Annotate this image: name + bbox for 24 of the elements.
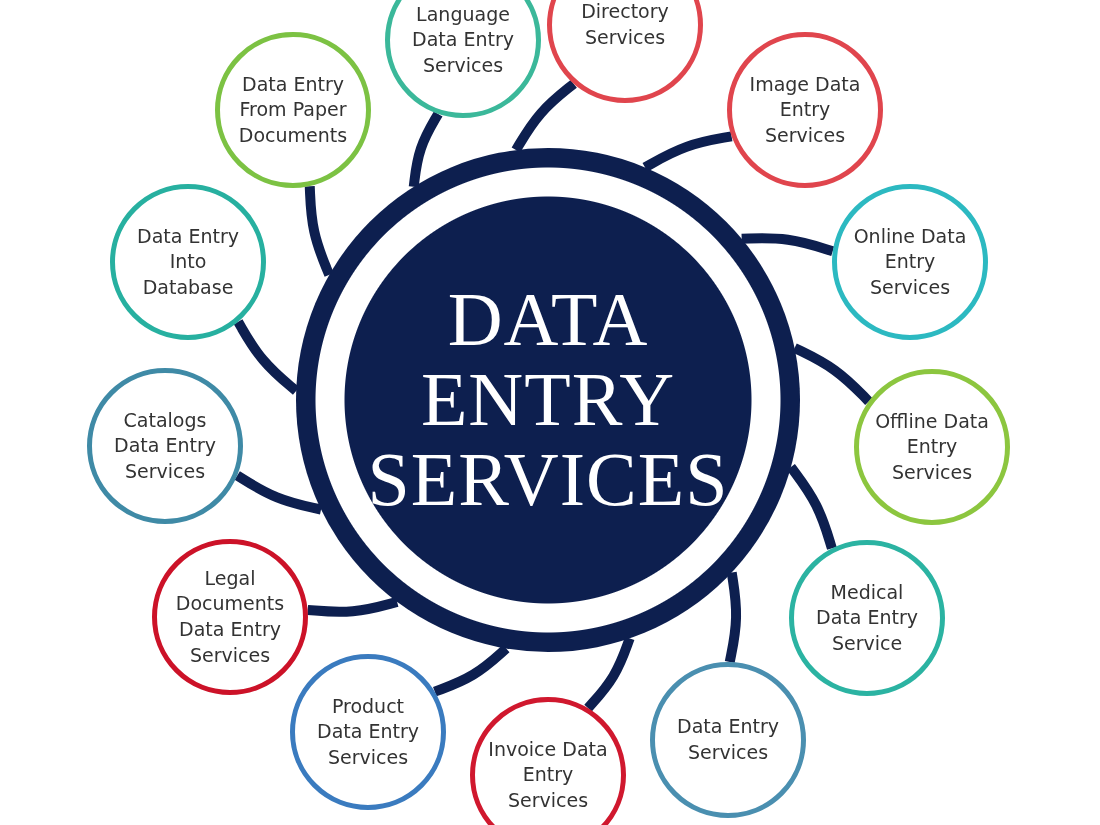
connector-spoke [792, 343, 873, 405]
connector-spoke [584, 636, 635, 712]
connector-spoke [642, 131, 733, 172]
connector-spoke [408, 111, 443, 188]
service-label: Image Data Entry Services [748, 71, 862, 148]
service-label: Invoice Data Entry Services [487, 736, 609, 813]
connector-spoke [234, 471, 323, 515]
connector-spoke [511, 79, 577, 153]
connector-spoke [724, 571, 742, 663]
service-label: Data Entry Into Database [136, 223, 240, 300]
service-label: Offline Data Entry Services [874, 408, 990, 485]
service-label: Product Data Entry Services [316, 693, 420, 770]
service-label: Legal Documents Data Entry Services [174, 565, 286, 668]
connector-spoke [304, 185, 334, 277]
service-label: Data Entry From Paper Documents [237, 71, 349, 148]
service-label: Language Data Entry Services [411, 1, 515, 78]
connector-spoke [307, 597, 399, 617]
service-label: Online Data Entry Services [852, 223, 968, 300]
service-label: Catalogs Data Entry Services [113, 407, 217, 484]
connector-spoke [741, 233, 835, 257]
hub-title: DATA ENTRY SERVICES [366, 280, 730, 520]
service-label: Data Entry Services [676, 714, 780, 765]
service-label: Medical Data Entry Service [815, 579, 919, 656]
service-label: Directory Services [580, 0, 670, 50]
